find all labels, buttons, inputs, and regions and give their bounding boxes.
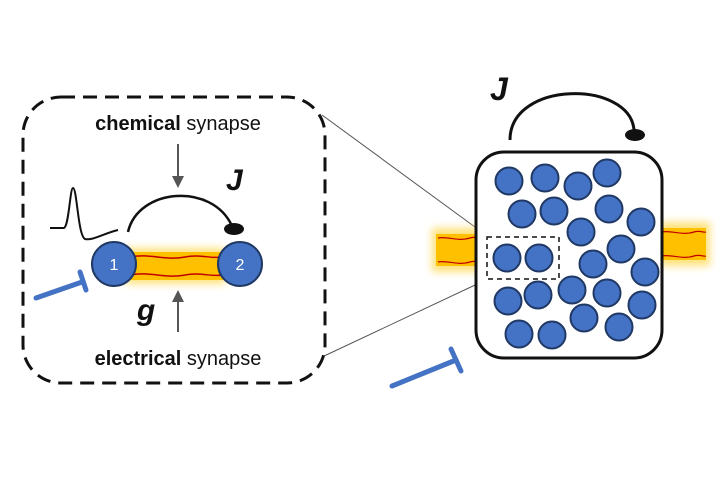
zoom-line-bottom xyxy=(321,277,491,358)
network-neuron xyxy=(592,158,622,188)
network-input-arrow xyxy=(389,346,464,389)
network-neuron xyxy=(530,163,560,193)
network-panel: J xyxy=(389,71,710,389)
network-coupling-J: J xyxy=(490,71,509,107)
network-neuron xyxy=(537,320,567,350)
spike-trace xyxy=(50,186,119,241)
chemical-arrow xyxy=(172,144,184,188)
network-neuron xyxy=(594,194,624,224)
svg-text:1: 1 xyxy=(110,257,119,274)
network-neuron xyxy=(492,243,522,273)
network-neuron xyxy=(523,280,553,310)
zoom-line-top xyxy=(321,114,491,239)
chemical-synapse-label: chemical synapse xyxy=(95,113,261,135)
svg-text:2: 2 xyxy=(236,257,245,274)
network-neuron xyxy=(569,303,599,333)
inset-dashed-border xyxy=(21,95,327,385)
network-highlight-box xyxy=(486,236,560,280)
network-neuron xyxy=(630,257,660,287)
network-neuron xyxy=(606,234,636,264)
network-neuron xyxy=(563,171,593,201)
network-neuron xyxy=(578,249,608,279)
network-neuron xyxy=(507,199,537,229)
network-neuron xyxy=(557,275,587,305)
network-synapse-terminal xyxy=(625,129,645,141)
inset-chemical-synapse-arc xyxy=(126,194,234,233)
neuron-2: 2 xyxy=(217,241,263,287)
neuron-1: 1 xyxy=(91,241,137,287)
network-neuron xyxy=(604,312,634,342)
network-neurons xyxy=(492,158,660,350)
network-recurrent-arc xyxy=(508,92,636,141)
inset-coupling-J: J xyxy=(226,164,244,197)
inset-input-arrow xyxy=(33,269,89,301)
network-neuron xyxy=(493,286,523,316)
network-neuron xyxy=(592,278,622,308)
inset-panel: chemical synapse J 1 2 xyxy=(21,95,327,385)
electrical-arrow xyxy=(172,290,184,332)
network-gap-junction-right xyxy=(660,222,710,266)
network-neuron xyxy=(626,207,656,237)
electrical-synapse-label: electrical synapse xyxy=(95,348,262,370)
network-neuron xyxy=(539,196,569,226)
network-neuron xyxy=(494,166,524,196)
inset-gap-junction xyxy=(125,248,225,284)
inset-synapse-terminal xyxy=(224,223,244,235)
network-neuron xyxy=(504,319,534,349)
network-neuron xyxy=(566,217,596,247)
inset-coupling-g: g xyxy=(136,294,155,327)
network-neuron xyxy=(524,243,554,273)
network-neuron xyxy=(627,290,657,320)
